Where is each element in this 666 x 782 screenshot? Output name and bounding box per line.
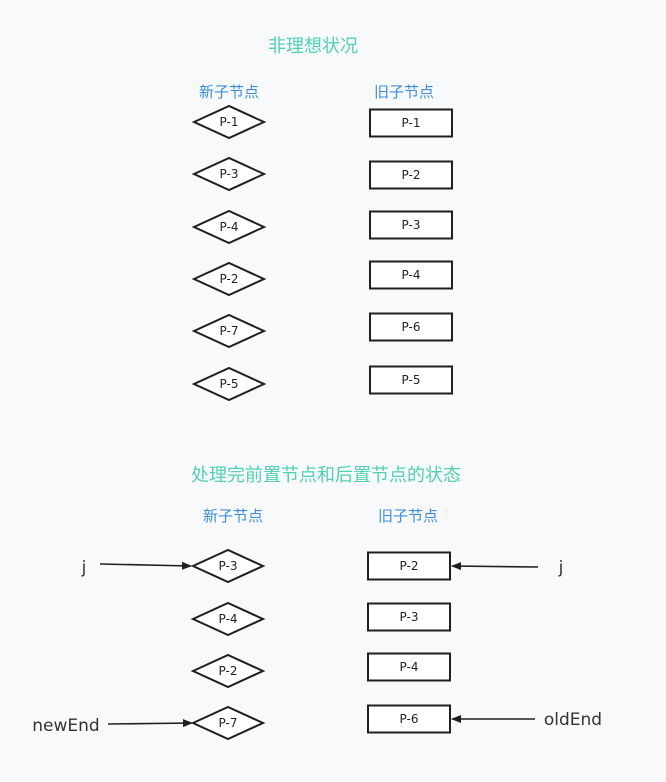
- box-shape: [367, 652, 451, 682]
- box-shape: [367, 551, 451, 581]
- diamond-shape: [191, 104, 267, 140]
- pointer-new-j-label: j: [81, 558, 87, 578]
- node-label: P-5: [220, 377, 239, 391]
- diamond-shape: [191, 313, 267, 349]
- section2-old-header: 旧子节点: [378, 507, 438, 525]
- diamond-shape: [190, 705, 266, 741]
- node-label: P-3: [219, 559, 238, 573]
- section2-new-header: 新子节点: [203, 507, 263, 525]
- section2-new-nodes: P-3P-4P-2P-7: [190, 548, 266, 741]
- box-shape: [369, 210, 453, 240]
- pointer-new-end-arrow: [107, 719, 193, 728]
- section1-old-header: 旧子节点: [374, 83, 434, 101]
- old-node-box: P-4: [369, 260, 453, 290]
- diamond-shape: [190, 548, 266, 584]
- new-node-diamond: P-4: [190, 601, 266, 637]
- node-label: P-1: [220, 115, 239, 129]
- diamond-shape: [191, 261, 267, 297]
- pointer-old-j-arrow: [451, 562, 539, 571]
- node-label: P-6: [402, 320, 421, 334]
- node-label: P-6: [400, 712, 419, 726]
- section2-old-nodes: P-2P-3P-4P-6: [367, 551, 451, 734]
- section2-title: 处理完前置节点和后置节点的状态: [191, 465, 461, 486]
- new-node-diamond: P-7: [190, 705, 266, 741]
- old-node-box: P-5: [369, 365, 453, 395]
- diamond-shape: [190, 601, 266, 637]
- box-shape: [367, 704, 451, 734]
- node-label: P-7: [219, 716, 238, 730]
- diamond-shape: [191, 366, 267, 402]
- box-shape: [367, 602, 451, 632]
- node-label: P-3: [220, 167, 239, 181]
- new-node-diamond: P-1: [191, 104, 267, 140]
- new-node-diamond: P-4: [191, 209, 267, 245]
- old-node-box: P-3: [367, 602, 451, 632]
- old-node-box: P-4: [367, 652, 451, 682]
- new-node-diamond: P-5: [191, 366, 267, 402]
- node-label: P-4: [402, 268, 421, 282]
- diamond-shape: [190, 653, 266, 689]
- new-node-diamond: P-3: [191, 156, 267, 192]
- node-label: P-2: [402, 168, 421, 182]
- old-node-box: P-2: [367, 551, 451, 581]
- old-node-box: P-6: [369, 312, 453, 342]
- node-label: P-2: [219, 664, 238, 678]
- new-node-diamond: P-2: [191, 261, 267, 297]
- pointer-old-end-label: oldEnd: [544, 710, 602, 730]
- section1-new-nodes: P-1P-3P-4P-2P-7P-5: [191, 104, 267, 402]
- section1-title: 非理想状况: [268, 36, 358, 57]
- box-shape: [369, 108, 453, 138]
- old-node-box: P-2: [369, 160, 453, 190]
- box-shape: [369, 260, 453, 290]
- pointer-new-end-label: newEnd: [32, 716, 99, 736]
- pointer-new-j-arrow: [99, 561, 192, 570]
- section1-old-nodes: P-1P-2P-3P-4P-6P-5: [369, 108, 453, 395]
- node-label: P-2: [400, 559, 419, 573]
- node-label: P-7: [220, 324, 239, 338]
- box-shape: [369, 365, 453, 395]
- node-label: P-5: [402, 373, 421, 387]
- node-label: P-2: [220, 272, 239, 286]
- node-label: P-4: [400, 660, 419, 674]
- node-label: P-4: [220, 220, 239, 234]
- new-node-diamond: P-3: [190, 548, 266, 584]
- new-node-diamond: P-7: [191, 313, 267, 349]
- box-shape: [369, 160, 453, 190]
- diamond-shape: [191, 209, 267, 245]
- old-node-box: P-3: [369, 210, 453, 240]
- node-label: P-3: [402, 218, 421, 232]
- section1-new-header: 新子节点: [199, 83, 259, 101]
- box-shape: [369, 312, 453, 342]
- diamond-shape: [191, 156, 267, 192]
- node-label: P-1: [402, 116, 421, 130]
- old-node-box: P-6: [367, 704, 451, 734]
- new-node-diamond: P-2: [190, 653, 266, 689]
- old-node-box: P-1: [369, 108, 453, 138]
- node-label: P-3: [400, 610, 419, 624]
- pointer-old-j-label: j: [558, 558, 564, 578]
- node-label: P-4: [219, 612, 238, 626]
